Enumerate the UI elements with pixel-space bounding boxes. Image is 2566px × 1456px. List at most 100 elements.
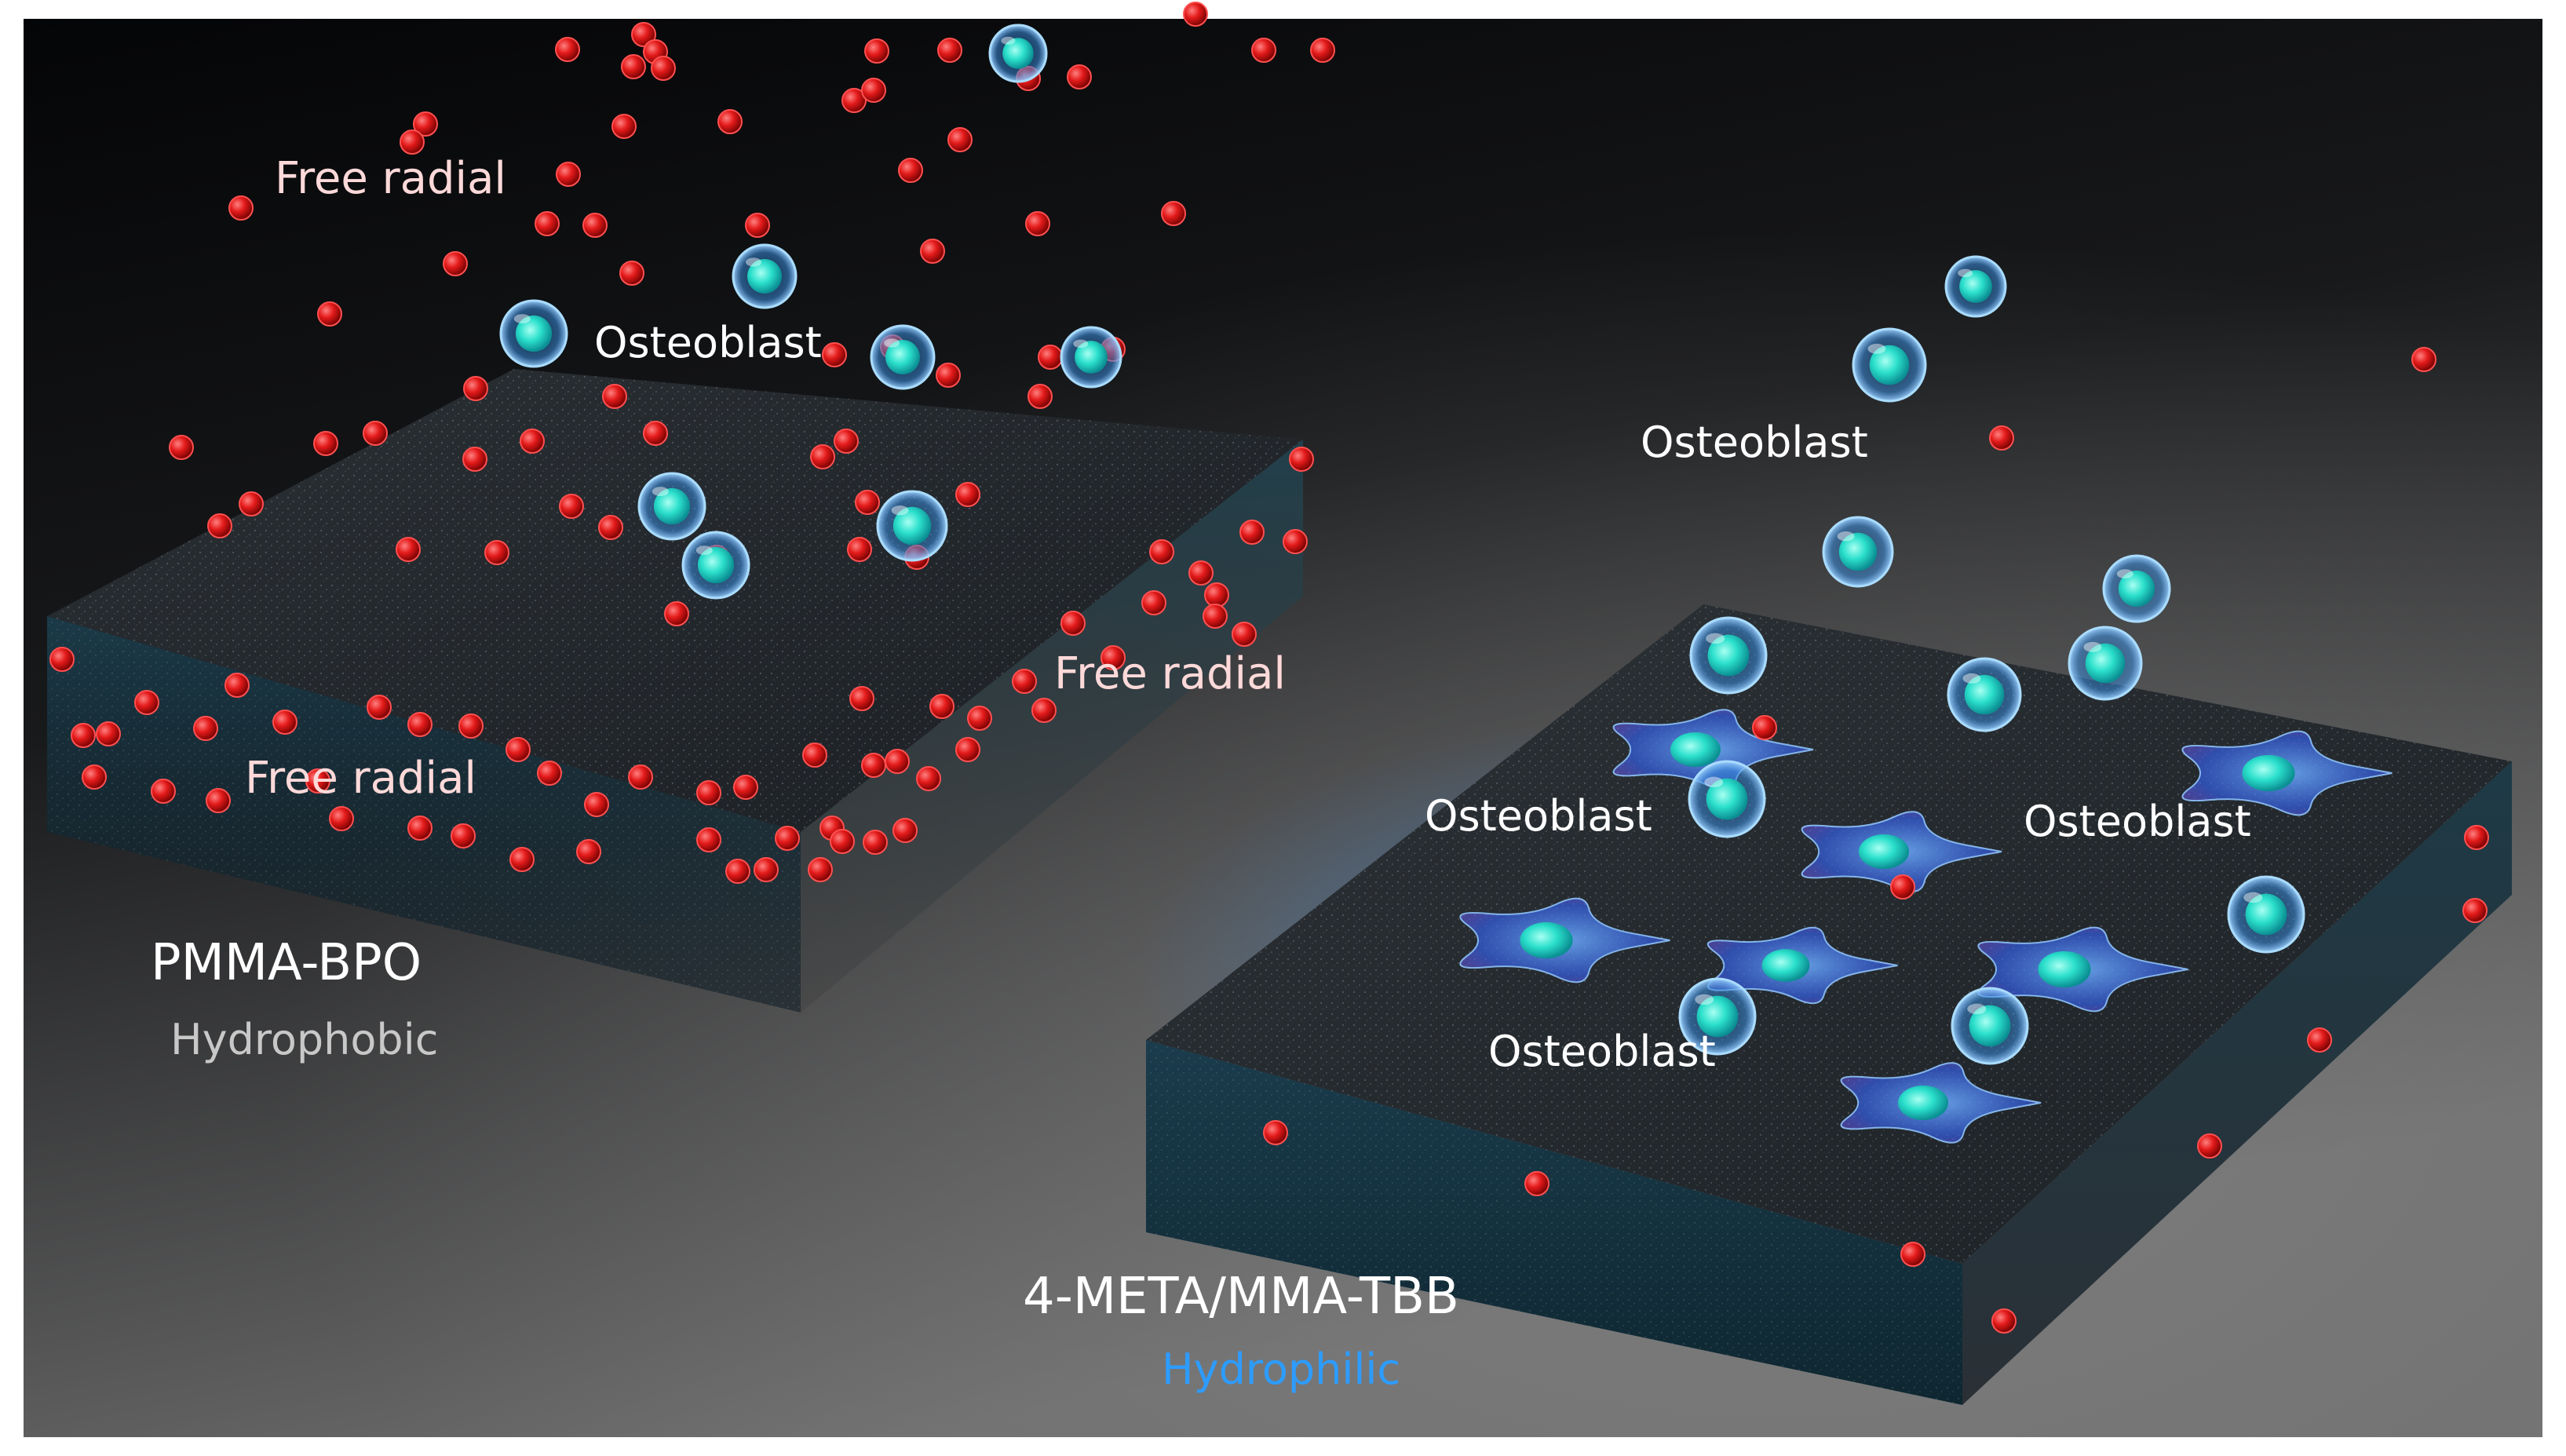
free-radical-dot bbox=[745, 213, 770, 238]
free-radical-dot bbox=[861, 753, 886, 778]
free-radical-dot bbox=[193, 716, 218, 741]
free-radical-label-top: Free radial bbox=[275, 153, 506, 204]
free-radical-dot bbox=[664, 601, 689, 626]
free-radical-dot bbox=[1188, 560, 1214, 586]
free-radical-dot bbox=[49, 647, 75, 672]
free-radical-dot bbox=[151, 779, 176, 804]
free-radical-dot bbox=[1149, 539, 1174, 564]
free-radical-dot bbox=[305, 768, 330, 794]
free-radical-dot bbox=[462, 447, 487, 472]
osteoblast-cell bbox=[1822, 516, 1894, 588]
free-radical-dot bbox=[1251, 38, 1276, 63]
free-radical-dot bbox=[559, 494, 584, 519]
spread-osteoblast bbox=[1977, 926, 2188, 1013]
osteoblast-label-center: Osteoblast bbox=[1425, 791, 1652, 841]
free-radical-dot bbox=[754, 857, 779, 882]
free-radical-dot bbox=[206, 788, 231, 813]
free-radical-label-middle: Free radial bbox=[1054, 648, 1286, 699]
free-radical-dot bbox=[967, 706, 992, 731]
free-radical-dot bbox=[808, 857, 833, 882]
osteoblast-label-left: Osteoblast bbox=[594, 318, 822, 367]
osteoblast-cell bbox=[637, 472, 706, 541]
osteoblast-cell bbox=[876, 490, 948, 562]
spread-cells bbox=[1459, 709, 2393, 1144]
osteoblast-label-bottom: Osteoblast bbox=[1488, 1027, 1716, 1076]
free-radical-dot bbox=[861, 78, 886, 103]
osteoblast-label-right: Osteoblast bbox=[2024, 797, 2251, 846]
free-radical-dot bbox=[506, 737, 531, 762]
free-radical-dot bbox=[947, 127, 973, 152]
free-radical-dot bbox=[2464, 825, 2489, 850]
free-radical-dot bbox=[696, 780, 721, 805]
free-radical-dot bbox=[367, 695, 392, 720]
free-radical-dot bbox=[82, 764, 107, 790]
free-radical-dot bbox=[1524, 1171, 1549, 1196]
free-radical-dot bbox=[1060, 611, 1086, 636]
free-radical-dot bbox=[96, 721, 121, 746]
free-radical-dot bbox=[725, 859, 750, 884]
spread-osteoblast bbox=[2181, 730, 2393, 816]
free-radical-dot bbox=[413, 111, 438, 137]
free-radical-dot bbox=[407, 712, 433, 737]
free-radical-dot bbox=[443, 251, 468, 276]
osteoblast-cell bbox=[1947, 657, 2022, 732]
free-radical-dot bbox=[1263, 1120, 1288, 1145]
free-radical-dot bbox=[643, 421, 668, 446]
free-radical-dot bbox=[484, 540, 509, 565]
free-radical-dot bbox=[584, 792, 609, 817]
free-radical-dot bbox=[458, 713, 484, 739]
osteoblast-cell bbox=[1678, 977, 1757, 1056]
free-radical-dot bbox=[628, 764, 653, 790]
free-radicals bbox=[49, 2, 2489, 1334]
left-block bbox=[47, 369, 1303, 1013]
free-radical-dot bbox=[555, 37, 580, 62]
osteoblast-label-top-right: Osteoblast bbox=[1641, 418, 1868, 467]
free-radical-dot bbox=[582, 213, 608, 238]
free-radical-dot bbox=[1183, 2, 1208, 27]
free-radical-dot bbox=[407, 816, 433, 841]
free-radical-dot bbox=[920, 239, 945, 264]
free-radical-dot bbox=[537, 761, 562, 786]
free-radical-dot bbox=[396, 537, 421, 562]
free-radical-dot bbox=[134, 690, 159, 715]
free-radical-dot bbox=[847, 537, 872, 562]
free-radical-dot bbox=[802, 743, 827, 768]
spread-osteoblast bbox=[1459, 897, 1670, 983]
free-radical-dot bbox=[696, 827, 721, 852]
free-radical-dot bbox=[733, 775, 758, 800]
free-radical-dot bbox=[822, 342, 847, 367]
free-radical-dot bbox=[937, 38, 962, 63]
osteoblast-cell bbox=[1689, 616, 1768, 695]
free-radical-dot bbox=[1027, 384, 1053, 409]
free-radical-dot bbox=[224, 673, 250, 698]
free-radical-dot bbox=[535, 211, 560, 236]
osteoblast-cell bbox=[1944, 255, 2007, 318]
osteoblast-cell bbox=[732, 243, 798, 309]
free-radical-dot bbox=[556, 162, 581, 187]
free-radical-dot bbox=[936, 363, 961, 388]
free-radical-dot bbox=[598, 515, 623, 540]
free-radical-dot bbox=[1204, 582, 1229, 608]
free-radical-dot bbox=[855, 490, 880, 515]
free-radical-dot bbox=[169, 435, 194, 460]
free-radical-dot bbox=[2197, 1133, 2222, 1159]
free-radical-dot bbox=[509, 847, 535, 872]
free-radical-dot bbox=[576, 839, 601, 864]
free-radical-dot bbox=[916, 766, 941, 791]
osteoblast-cell bbox=[1688, 760, 1766, 838]
left-material-label: PMMA-BPO bbox=[151, 934, 422, 992]
free-radical-dot bbox=[863, 830, 888, 855]
free-radical-dot bbox=[520, 429, 545, 454]
free-radical-dot bbox=[1100, 645, 1126, 670]
free-radical-dot bbox=[1989, 425, 2014, 451]
free-radical-dot bbox=[451, 823, 476, 848]
osteoblast-cell bbox=[2068, 626, 2143, 701]
left-property-label: Hydrophobic bbox=[170, 1015, 438, 1064]
free-radical-dot bbox=[2307, 1027, 2332, 1053]
free-radical-dot bbox=[834, 429, 859, 454]
free-radical-dot bbox=[885, 749, 910, 774]
free-radical-dot bbox=[898, 158, 923, 183]
free-radical-dot bbox=[1012, 669, 1037, 694]
free-radical-dot bbox=[1310, 38, 1335, 63]
osteoblast-cell bbox=[988, 24, 1048, 83]
